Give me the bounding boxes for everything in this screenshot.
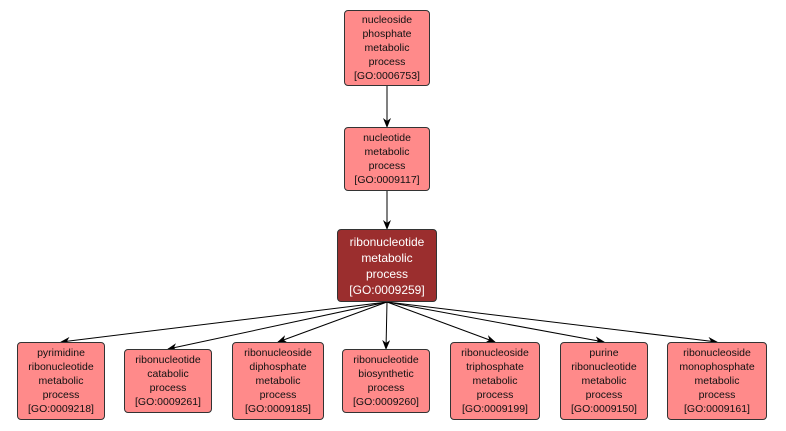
term-label-line: ribonucleotide <box>135 354 201 366</box>
term-label-line: nucleotide <box>363 132 411 144</box>
term-label-line: monophosphate <box>679 361 755 373</box>
go-term-node[interactable]: ribonucleoside diphosphate metabolic proces… <box>232 342 324 420</box>
term-label-line: ribonucleoside <box>683 347 751 359</box>
go-id-label: [GO:0009259] <box>349 282 425 297</box>
go-term-node[interactable]: ribonucleotide biosynthetic process [GO:000… <box>342 349 430 413</box>
go-id-label: [GO:0006753] <box>354 70 420 82</box>
term-label-line: metabolic <box>255 375 301 387</box>
go-id-label: [GO:0009261] <box>135 396 201 408</box>
term-label-line: metabolic <box>694 375 740 387</box>
term-label-line: metabolic <box>364 146 410 158</box>
term-label-line: triphosphate <box>466 361 524 373</box>
go-term-node[interactable]: ribonucleoside triphosphate metabolic proce… <box>450 342 540 420</box>
term-label-line: process <box>698 389 736 401</box>
term-label-line: metabolic <box>472 375 518 387</box>
go-term-node[interactable]: nucleoside phosphate metabolic process [GO:0… <box>344 10 430 86</box>
go-id-label: [GO:0009218] <box>28 403 94 415</box>
edge-arrow <box>382 301 391 350</box>
go-id-label: [GO:0009117] <box>354 174 420 186</box>
go-term-node[interactable]: nucleotide metabolic process [GO:0009117] <box>344 127 430 191</box>
edge-arrow <box>167 301 388 352</box>
go-id-label: [GO:0009260] <box>353 396 419 408</box>
go-term-node[interactable]: purine ribonucleotide metabolic process [GO:… <box>560 342 648 420</box>
term-label-line: process <box>476 389 514 401</box>
term-label-line: process <box>368 160 406 172</box>
term-label-line: diphosphate <box>249 361 307 373</box>
edge-arrow <box>60 301 388 345</box>
go-id-label: [GO:0009185] <box>245 403 311 415</box>
edge-arrow <box>386 301 496 343</box>
term-label-line: ribonucleoside <box>244 347 312 359</box>
term-label-line: process <box>367 382 405 394</box>
term-label-line: purine <box>589 347 619 359</box>
term-label-line: ribonucleotide <box>353 354 419 366</box>
term-label-line: catabolic <box>147 368 189 380</box>
term-label-line: ribonucleotide <box>571 361 637 373</box>
term-label-line: process <box>365 266 408 281</box>
term-label-line: pyrimidine <box>37 347 85 359</box>
term-label-line: ribonucleoside <box>461 347 529 359</box>
edge-arrow <box>386 301 605 345</box>
term-label-line: metabolic <box>364 42 410 54</box>
term-label-line: metabolic <box>38 375 84 387</box>
term-label-line: ribonucleotide <box>28 361 94 373</box>
go-id-label: [GO:0009150] <box>571 403 637 415</box>
term-label-line: process <box>149 382 187 394</box>
go-term-node[interactable]: pyrimidine ribonucleotide metabolic process… <box>17 342 105 420</box>
term-label-line: ribonucleotide <box>349 234 425 249</box>
go-id-label: [GO:0009161] <box>684 403 750 415</box>
term-label-line: biosynthetic <box>358 368 414 380</box>
go-term-node[interactable]: ribonucleotide catabolic process [GO:000926… <box>124 349 212 413</box>
term-label-line: metabolic <box>581 375 627 387</box>
go-term-node[interactable]: ribonucleoside monophosphate metabolic proc… <box>667 342 767 420</box>
term-label-line: process <box>259 389 297 401</box>
term-label-line: phosphate <box>362 28 412 40</box>
go-id-label: [GO:0009199] <box>462 403 528 415</box>
term-label-line: process <box>42 389 80 401</box>
edge-arrow <box>386 301 718 345</box>
edge-arrow <box>277 301 388 343</box>
term-label-line: process <box>585 389 623 401</box>
term-label-line: process <box>368 56 406 68</box>
term-label-line: nucleoside <box>361 14 413 26</box>
term-label-line: metabolic <box>361 250 413 265</box>
